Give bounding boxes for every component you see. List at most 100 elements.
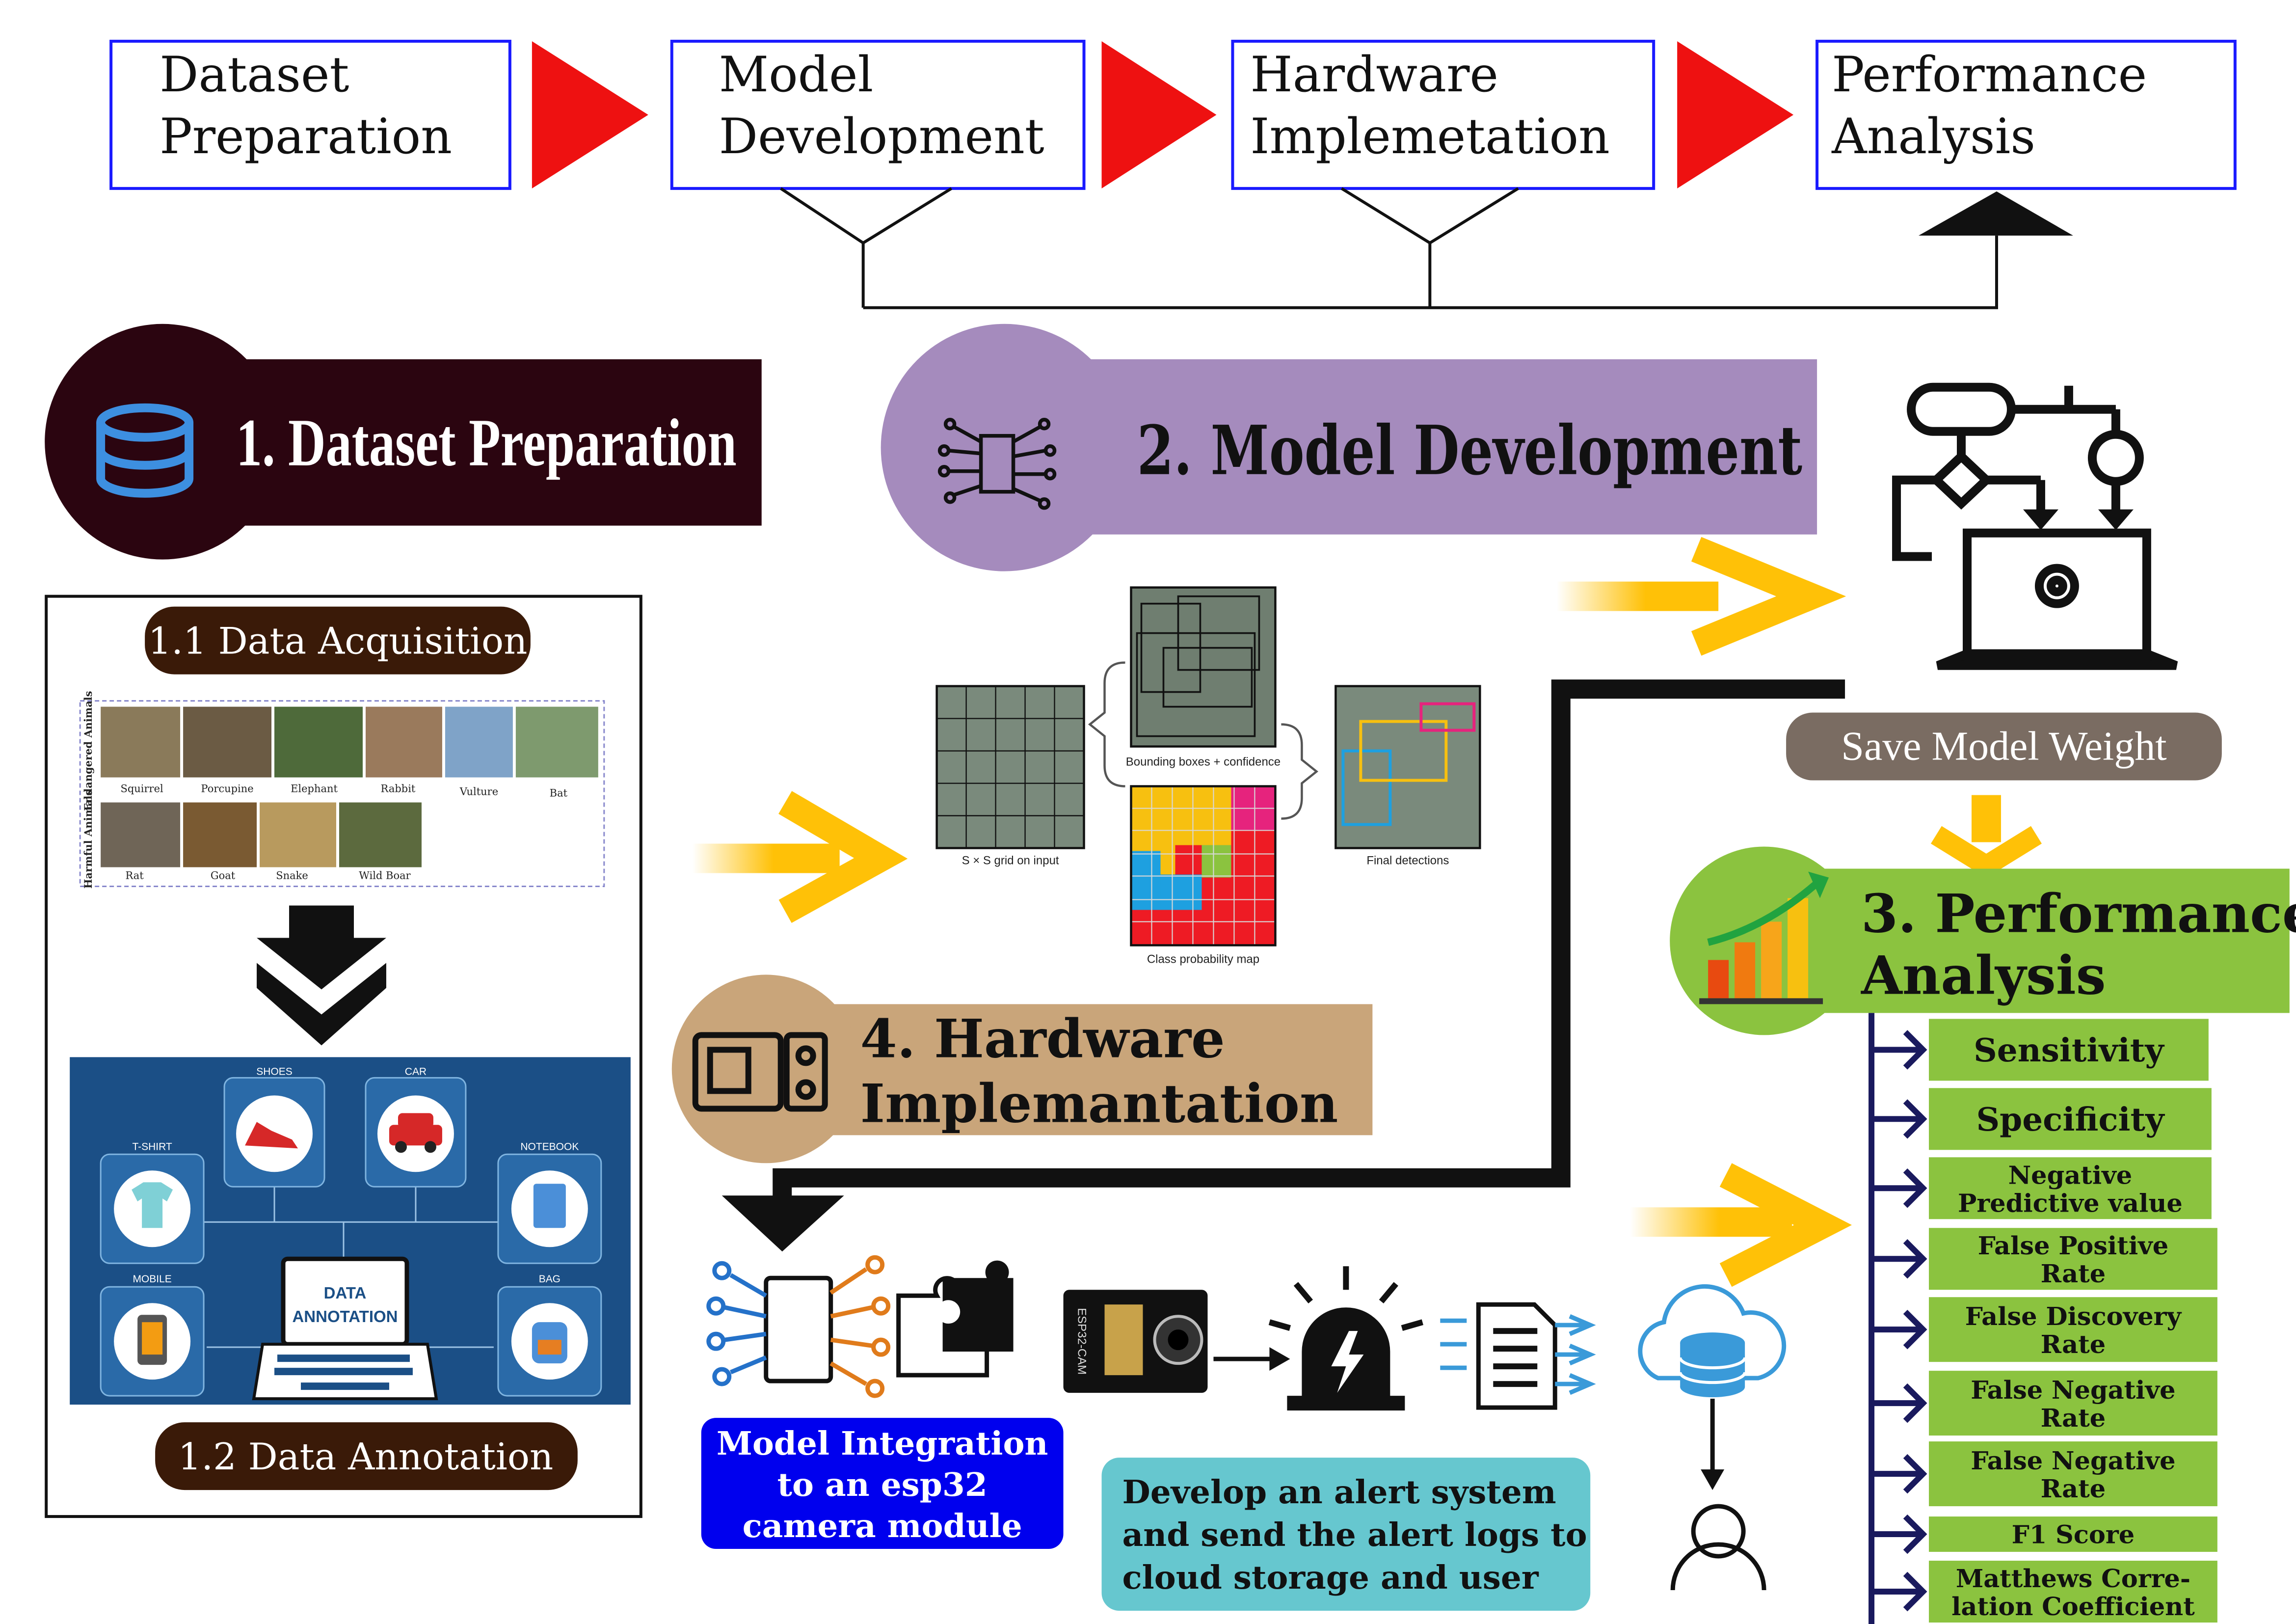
metric-label-line2: lation Coefficient [1951, 1592, 2195, 1622]
alert-box: Develop an alert system and send the ale… [1101, 1458, 1591, 1611]
model-banner: 2. Model Development [881, 324, 1817, 571]
flowchart-arrowhead-left [2023, 509, 2058, 530]
microchip-icon [692, 1032, 828, 1112]
category-card-shoes: SHOES [223, 1066, 325, 1188]
caption-goat: Goat [211, 869, 236, 881]
yellow-arrow-down [1930, 795, 2042, 878]
animal-photo-wild-boar [339, 802, 422, 867]
laptop-icon: DATA ANNOTATION [252, 1256, 438, 1401]
flow-step-performance: Performance Analysis [1815, 39, 2237, 190]
caption-porcupine: Porcupine [201, 783, 253, 795]
flow-arrow-2 [1101, 41, 1217, 189]
integration-line1: Model Integration [717, 1424, 1048, 1462]
flow-step-dataset-line2: Preparation [160, 108, 452, 165]
flow-step-hardware-line1: Hardware [1250, 47, 1498, 103]
hardware-pipeline: ESP32-CAM [706, 1255, 1787, 1591]
flowchart-arrowhead-right [2098, 509, 2134, 530]
model-network-icon [706, 1255, 891, 1398]
esp32-module-label: ESP32-CAM [1075, 1308, 1089, 1375]
caption-bat: Bat [550, 787, 568, 799]
metric-item-1: Specificity [1871, 1088, 2212, 1150]
animal-photo-snake [260, 802, 336, 867]
metric-item-0: Sensitivity [1871, 1019, 2209, 1081]
save-weight-label: Save Model Weight [1841, 724, 2166, 769]
yellow-arrow-1 [692, 791, 908, 923]
integration-box: Model Integration to an esp32 camera mod… [701, 1418, 1064, 1549]
alert-line2: and send the alert logs to [1122, 1516, 1587, 1554]
animal-photo-elephant [274, 706, 363, 778]
metric-label-line1: False Negative [1971, 1446, 2175, 1476]
metric-box [1929, 1088, 2212, 1150]
car-icon [389, 1113, 442, 1153]
category-tshirt: T-SHIRT [132, 1141, 172, 1152]
flow-arrow-3 [1677, 41, 1794, 189]
metric-box [1929, 1371, 2217, 1436]
metric-box [1929, 1297, 2217, 1362]
category-card-bag: BAG [497, 1273, 602, 1397]
metric-arrow-icon [1903, 1030, 1927, 1070]
flow-step-performance-line2: Analysis [1831, 108, 2035, 165]
flow-step-model-line2: Development [719, 108, 1044, 165]
animal-photo-vulture [445, 706, 513, 778]
metric-label-line2: Rate [2041, 1404, 2106, 1433]
metric-box [1929, 1516, 2217, 1552]
feedback-connector [780, 187, 1998, 309]
animal-photo-goat [183, 802, 257, 867]
performance-title-line1: 3. Performance [1861, 883, 2296, 945]
routing-arrow [721, 679, 1845, 1252]
hardware-title-line2: Implemantation [860, 1073, 1338, 1135]
performance-banner: 3. Performance Analysis [1670, 846, 2296, 1035]
flow-step-model: Model Development [670, 39, 1086, 190]
performance-title-line2: Analysis [1861, 945, 2106, 1006]
metric-label-specificity: Specificity [1976, 1100, 2165, 1138]
metric-item-7: F1 Score [1871, 1514, 2217, 1554]
category-card-car: CAR [365, 1066, 467, 1188]
metric-label-line1: Negative [2008, 1161, 2133, 1190]
bounding-box-image [1130, 586, 1277, 748]
metric-label-sensitivity: Sensitivity [1974, 1031, 2164, 1069]
document-send-icon [1440, 1302, 1596, 1410]
metric-label-line1: Matthews Corre- [1956, 1564, 2190, 1594]
category-shoes: SHOES [256, 1066, 292, 1077]
caption-squirrel: Squirrel [121, 783, 164, 795]
grid-caption: S × S grid on input [962, 854, 1059, 867]
metric-box [1929, 1228, 2217, 1290]
final-caption: Final detections [1366, 854, 1449, 867]
metric-label-line2: Predictive value [1958, 1189, 2183, 1218]
cloud-database-icon [1638, 1284, 1787, 1490]
animal-photo-rat [101, 802, 181, 867]
yolo-illustration: S × S grid on input Bounding boxes + con… [935, 586, 1481, 966]
caption-snake: Snake [276, 869, 308, 881]
flow-step-model-line1: Model [719, 47, 874, 103]
acquisition-label: 1.1 Data Acquisition [148, 620, 528, 663]
save-weight-pill [1786, 712, 2222, 781]
caption-rabbit: Rabbit [381, 783, 416, 795]
flow-step-hardware: Hardware Implemetation [1231, 39, 1655, 190]
metric-box [1929, 1441, 2217, 1507]
dataset-panel: 1.1 Data Acquisition Endangered Animals … [45, 595, 642, 1518]
flow-arrow-1 [532, 41, 648, 189]
dataset-title: 1. Dataset Preparation [236, 405, 737, 480]
class-map-caption: Class probability map [1147, 952, 1259, 966]
category-mobile: MOBILE [133, 1273, 171, 1285]
growth-chart-icon [1699, 871, 1829, 1004]
bbox-caption: Bounding boxes + confidence [1126, 756, 1281, 769]
metric-label-f1-score: F1 Score [2012, 1520, 2135, 1549]
metric-arrow-icon [1903, 1099, 1927, 1139]
down-chevron-icon [257, 905, 386, 1046]
flow-step-performance-line1: Performance [1832, 47, 2147, 103]
alert-line1: Develop an alert system [1122, 1473, 1556, 1511]
database-icon [96, 403, 194, 498]
metric-box [1929, 1019, 2209, 1081]
hardware-banner: 4. Hardware Implemantation [671, 974, 1373, 1164]
yellow-arrow-3 [1630, 1163, 1852, 1287]
metric-arrow-icon [1903, 1514, 1927, 1554]
esp32-camera-module: ESP32-CAM [1063, 1290, 1208, 1393]
flowchart-laptop-icon [1892, 382, 2178, 670]
notebook-icon [533, 1184, 566, 1228]
